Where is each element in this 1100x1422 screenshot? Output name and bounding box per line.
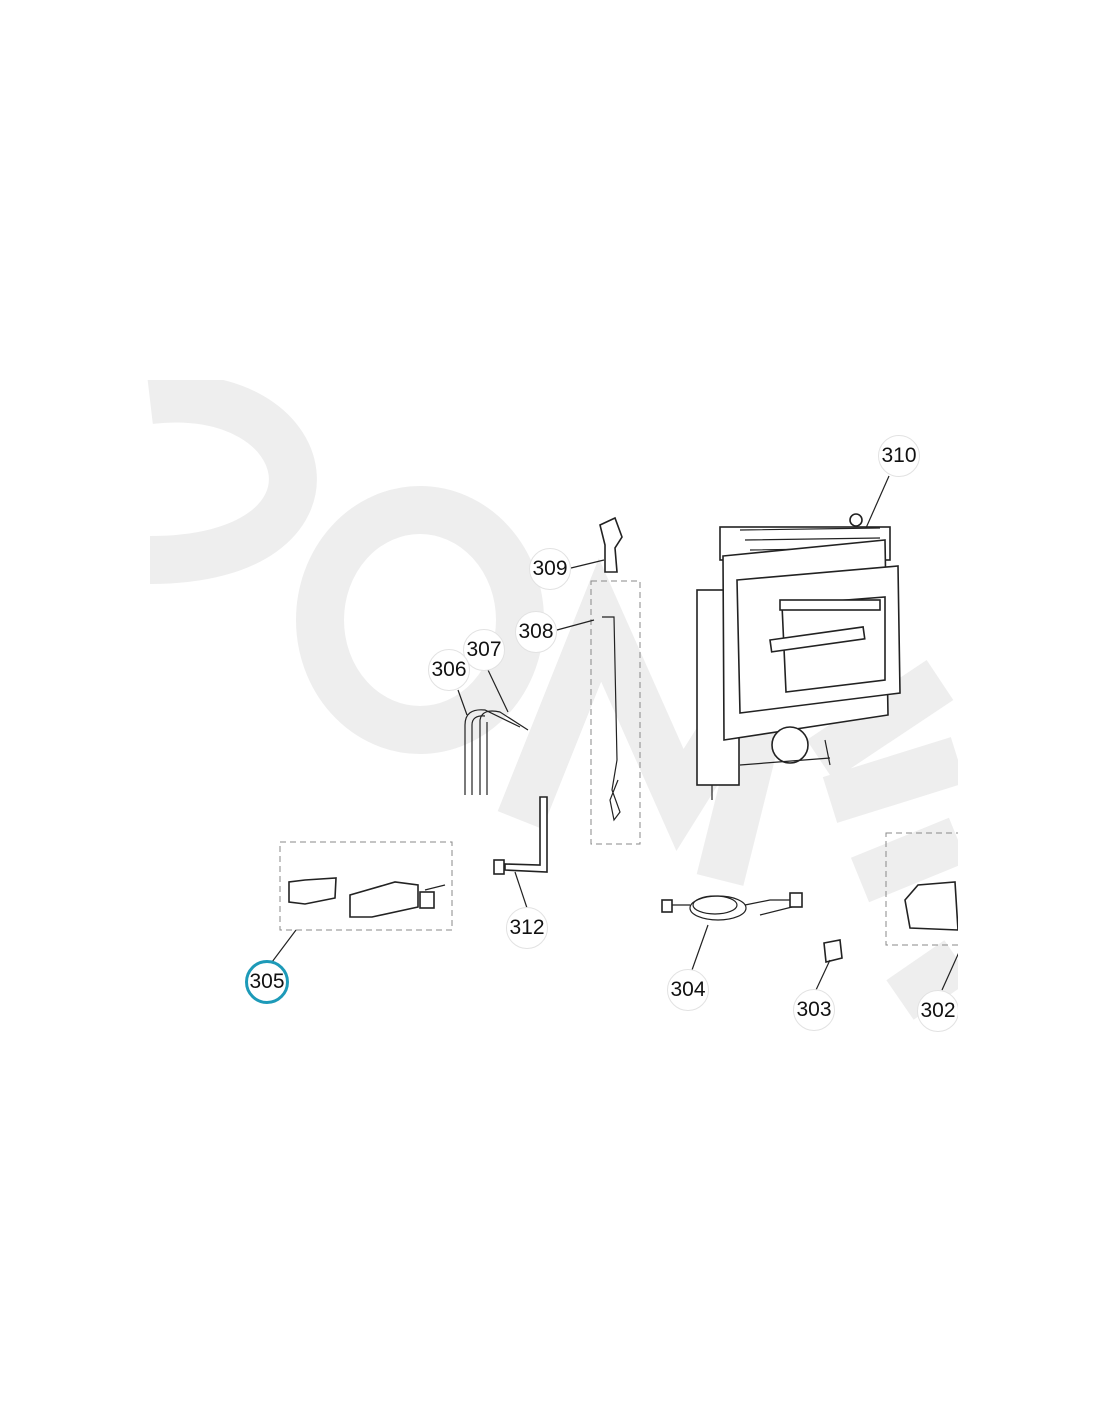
callout-305-selected[interactable]: 305	[245, 960, 289, 1004]
part-304-cable[interactable]	[661, 892, 803, 921]
part-310-heater-unit[interactable]	[696, 513, 901, 800]
callout-302[interactable]: 302	[917, 990, 958, 1032]
part-308-thermocouple[interactable]	[602, 616, 621, 822]
callout-312[interactable]: 312	[506, 907, 548, 949]
part-306-307-tubes[interactable]	[464, 709, 529, 795]
callout-302-clip: 302	[900, 980, 958, 1040]
callout-308[interactable]: 308	[515, 611, 557, 653]
callout-304[interactable]: 304	[667, 969, 709, 1011]
callout-307[interactable]: 307	[463, 629, 505, 671]
callout-306[interactable]: 306	[428, 649, 470, 691]
callout-310[interactable]: 310	[878, 435, 920, 477]
callout-303[interactable]: 303	[793, 989, 835, 1031]
part-312-tube[interactable]	[504, 796, 548, 873]
leader-lines	[271, 475, 958, 991]
part-305-ignition-unit[interactable]	[288, 877, 446, 918]
part-303-switch[interactable]	[823, 939, 843, 963]
part-302-valve[interactable]	[904, 881, 958, 931]
callout-309[interactable]: 309	[529, 548, 571, 590]
part-309-nozzle[interactable]	[599, 516, 623, 573]
